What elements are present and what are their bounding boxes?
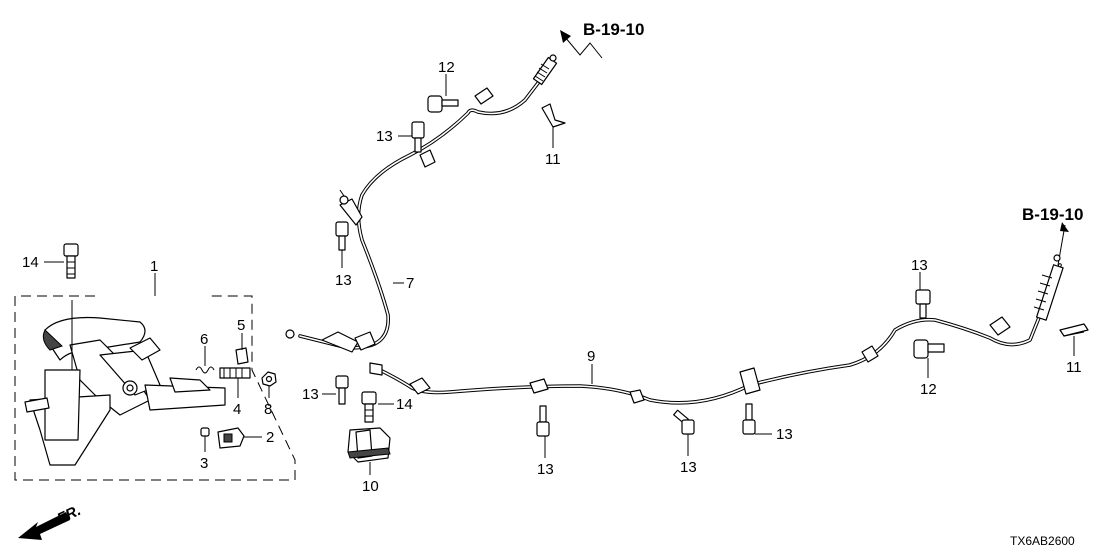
callout-12-right: 12: [920, 381, 937, 398]
bolt-icon: [539, 405, 547, 423]
leader-lines: [44, 74, 1075, 475]
bolt-14-left: [63, 243, 79, 279]
bolt-13-a: [411, 121, 425, 153]
bolt-icon: [335, 221, 349, 237]
bolt-13-b: [335, 221, 349, 251]
bolt-icon: [427, 95, 443, 113]
callout-labels: 1 2 3 4 5 6 7 8 9 10 11 11 12 12 13 13 1…: [22, 59, 1082, 495]
callout-1: 1: [150, 258, 158, 275]
bolt-13-c: [335, 375, 349, 405]
bolt-12-right: [913, 339, 945, 359]
cable-7: [285, 54, 558, 353]
cable-9: [369, 254, 1064, 405]
spring-6: [195, 366, 215, 374]
bolt-12-top: [427, 95, 459, 113]
callout-13-c: 13: [302, 386, 319, 403]
clip-11-right: [1059, 323, 1089, 337]
callout-11-right: 11: [1066, 359, 1082, 376]
clip-11-top: [541, 103, 566, 128]
bolt-3: [200, 427, 210, 437]
bolt-13-f: [742, 403, 756, 435]
callout-13-a: 13: [376, 128, 393, 145]
lever-assembly-1: [14, 295, 296, 481]
callout-4: 4: [233, 401, 241, 418]
reference-top-label: B-19-10: [583, 20, 644, 39]
callout-11-top: 11: [545, 151, 561, 168]
callout-3: 3: [200, 455, 208, 472]
callout-13-f: 13: [776, 426, 793, 443]
bolt-icon: [63, 243, 79, 257]
bolt-14-mid: [361, 391, 377, 423]
reference-top: B-19-10: [560, 20, 644, 59]
clip-icon: [1059, 323, 1089, 337]
callout-2: 2: [266, 429, 274, 446]
front-arrow-icon: FR.: [18, 502, 84, 540]
reference-right: B-19-10: [1022, 205, 1083, 266]
callout-13-b: 13: [335, 272, 352, 289]
bolt-icon: [361, 391, 377, 405]
adjuster-4: [219, 367, 251, 379]
clip-5: [235, 347, 249, 365]
bolt-13-e: [673, 409, 695, 435]
callout-6: 6: [200, 331, 208, 348]
bolt-icon: [913, 339, 929, 359]
diagram-code: TX6AB2600: [1010, 534, 1075, 548]
callout-14-left: 14: [22, 254, 39, 271]
callout-13-g: 13: [911, 257, 928, 274]
callout-13-d: 13: [537, 461, 554, 478]
bolt-icon: [915, 289, 931, 305]
bolt-13-d: [536, 405, 550, 437]
callout-7: 7: [406, 275, 414, 292]
callout-5: 5: [237, 317, 245, 334]
callout-10: 10: [362, 478, 379, 495]
bolt-13-g: [915, 289, 931, 319]
callout-13-e: 13: [680, 459, 697, 476]
callout-14-mid: 14: [396, 396, 413, 413]
clip-icon: [541, 103, 566, 128]
callout-9: 9: [587, 348, 595, 365]
front-direction-label: FR.: [55, 502, 84, 528]
callout-12-top: 12: [438, 59, 455, 76]
callout-8: 8: [264, 401, 272, 418]
bracket-10: [347, 427, 391, 463]
bolt-icon: [335, 375, 349, 389]
bolt-icon: [411, 121, 425, 139]
reference-right-label: B-19-10: [1022, 205, 1083, 224]
bolt-icon: [745, 403, 753, 421]
